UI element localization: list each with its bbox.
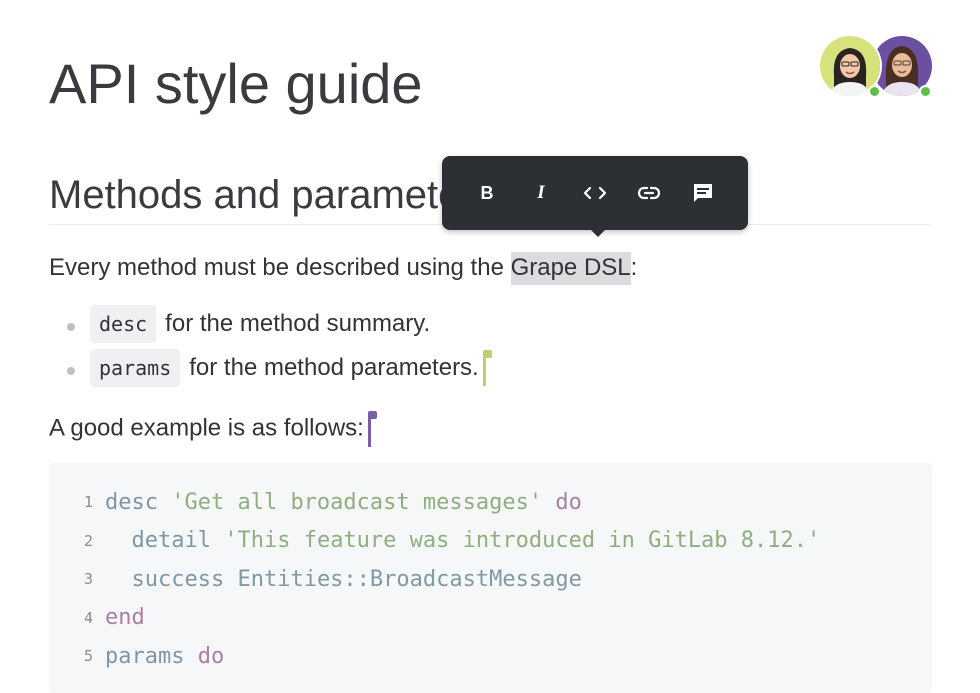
page-title: API style guide (49, 52, 423, 115)
code-line: 4 end (49, 599, 145, 637)
code-token: do (197, 643, 225, 669)
collaborator-avatars (820, 36, 940, 100)
code-token: success (131, 566, 225, 592)
list-item-text: for the method parameters. (189, 354, 479, 381)
italic-icon: I (537, 182, 545, 203)
avatar-portrait-icon (872, 36, 932, 96)
list-item[interactable]: params for the method parameters. (49, 346, 492, 390)
paragraph-text: A good example is as follows: (49, 414, 364, 442)
formatting-toolbar: B I (442, 156, 748, 237)
code-token (224, 567, 237, 592)
bold-icon: B (480, 182, 494, 203)
cursor-line (482, 352, 486, 386)
code-token (158, 490, 171, 515)
comment-icon (694, 184, 712, 202)
cursor-flag (482, 350, 492, 358)
comment-button[interactable] (686, 176, 720, 210)
avatar[interactable] (820, 36, 880, 96)
line-number: 2 (83, 531, 93, 550)
italic-button[interactable]: I (524, 176, 558, 210)
code-token (542, 490, 555, 515)
code-token (184, 644, 197, 669)
link-icon (637, 186, 661, 200)
code-line: 1 desc 'Get all broadcast messages' do (49, 483, 582, 521)
code-token: params (105, 643, 185, 669)
line-number: 1 (83, 493, 93, 511)
code-token (105, 528, 132, 553)
presence-online-indicator (919, 85, 932, 98)
bullet-list: desc for the method summary. params for … (49, 302, 492, 390)
paragraph[interactable]: A good example is as follows: (49, 411, 377, 447)
paragraph-text: : (630, 254, 638, 281)
code-line: 3 success Entities::BroadcastMessage (49, 560, 582, 598)
selected-text-highlight[interactable]: Grape DSL (510, 252, 631, 285)
line-number: 4 (83, 608, 93, 627)
collaborator-cursor (367, 411, 377, 447)
link-button[interactable] (632, 176, 666, 210)
code-token: do (555, 489, 582, 515)
paragraph[interactable]: Every method must be described using the… (49, 252, 638, 285)
list-item-text: for the method summary. (165, 310, 431, 337)
bullet-dot (67, 367, 75, 375)
code-button[interactable] (578, 176, 612, 210)
line-number: 5 (83, 647, 93, 665)
code-token: Entities::BroadcastMessage (237, 566, 582, 592)
code-token (105, 567, 132, 592)
paragraph-text: Every method must be described using the (49, 254, 511, 281)
list-item[interactable]: desc for the method summary. (49, 302, 491, 346)
collaborator-cursor (482, 350, 492, 386)
presence-online-indicator (868, 85, 881, 98)
code-block[interactable]: 1 desc 'Get all broadcast messages' do 2 d… (49, 463, 932, 693)
avatar[interactable] (872, 36, 932, 96)
section-heading: Methods and parameters (49, 173, 449, 217)
avatar-portrait-icon (820, 36, 880, 96)
bullet-dot (67, 323, 75, 331)
inline-code: params (90, 349, 181, 387)
code-token: desc (105, 489, 158, 515)
inline-code: desc (90, 305, 157, 343)
code-token (211, 528, 224, 553)
code-line: 5 params do (49, 637, 224, 675)
code-token: 'This feature was introduced in GitLab 8… (224, 528, 821, 553)
code-token: detail (131, 528, 211, 553)
code-line: 2 detail 'This feature was introduced in… (49, 522, 820, 560)
bold-button[interactable]: B (470, 176, 504, 210)
cursor-line (367, 413, 371, 447)
code-token: 'Get all broadcast messages' (171, 489, 543, 515)
code-icon (583, 186, 607, 200)
line-number: 3 (83, 570, 93, 588)
cursor-flag (367, 411, 377, 419)
code-token: end (105, 605, 145, 630)
